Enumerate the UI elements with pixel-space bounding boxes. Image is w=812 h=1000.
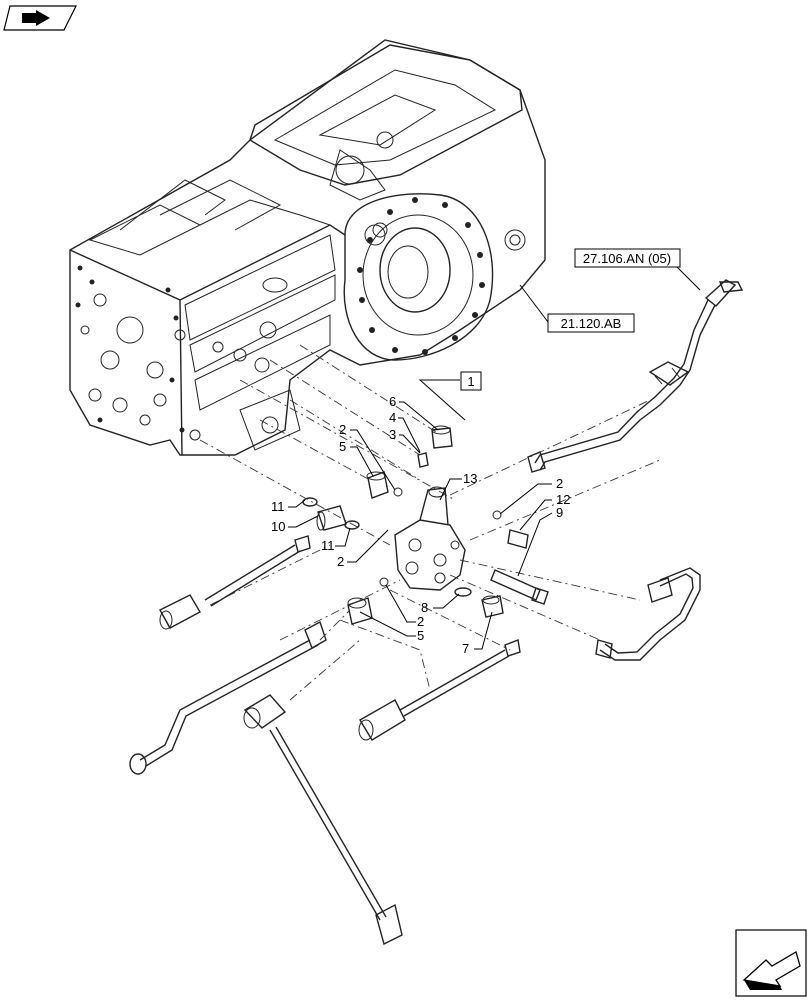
callout-2-left: 2: [337, 554, 344, 569]
ref-housing-label: 21.120.AB: [561, 316, 622, 331]
callout-10: 10: [271, 519, 285, 534]
sensor-cable-vertical: [243, 694, 403, 946]
leader-lines: [288, 262, 701, 650]
callout-12: 12: [556, 492, 570, 507]
next-page-arrow-icon[interactable]: [735, 929, 807, 997]
callout-2-lower: 2: [417, 614, 424, 629]
ref-box-housing[interactable]: 21.120.AB: [547, 313, 635, 333]
callouts: 6 4 3 2 5 13 2 12 9 11 10 11 2 8 2 5 7: [271, 394, 570, 656]
callout-11-upper: 11: [271, 499, 285, 514]
callout-8: 8: [421, 600, 428, 615]
bolt-12: [507, 529, 529, 549]
ref-top-label: 27.106.AN (05): [583, 251, 671, 266]
plug-3: [417, 452, 429, 468]
valve-block: [394, 486, 466, 591]
callout-7: 7: [462, 641, 469, 656]
callout-2-upper: 2: [339, 422, 346, 437]
pipe-assembly-lower-right: [595, 567, 701, 661]
bolt-9: [490, 569, 549, 605]
book-nav-icon[interactable]: [3, 5, 77, 31]
callout-6: 6: [389, 394, 396, 409]
callout-5-upper: 5: [339, 439, 346, 454]
seal-2-upper: [393, 487, 403, 497]
callout-2-right: 2: [556, 476, 563, 491]
group-label: 1: [467, 374, 474, 389]
ref-box-top[interactable]: 27.106.AN (05): [574, 248, 681, 268]
callout-3: 3: [389, 427, 396, 442]
pipe-assembly-lower-left: [129, 620, 327, 775]
sensor-cable-left: [159, 535, 311, 630]
seal-2-lower: [379, 577, 389, 587]
callout-9: 9: [556, 505, 563, 520]
ref-box-group[interactable]: 1: [460, 371, 482, 391]
callout-4: 4: [389, 410, 396, 425]
pipe-assembly-upper: [527, 279, 744, 473]
sensor-cable-lower-right: [358, 639, 521, 741]
sleeve-10: [302, 497, 360, 531]
callout-5-lower: 5: [417, 628, 424, 643]
plug-7: [481, 595, 504, 618]
callout-11-lower: 11: [321, 538, 335, 553]
fitting-5-upper: [366, 471, 389, 499]
ring-8: [454, 587, 472, 597]
seal-2-right: [492, 510, 502, 520]
callout-13: 13: [463, 471, 477, 486]
fitting-6: [431, 425, 453, 449]
transmission-housing: [69, 39, 546, 456]
fitting-5-lower: [347, 597, 373, 625]
assembly-lines: [199, 344, 661, 701]
